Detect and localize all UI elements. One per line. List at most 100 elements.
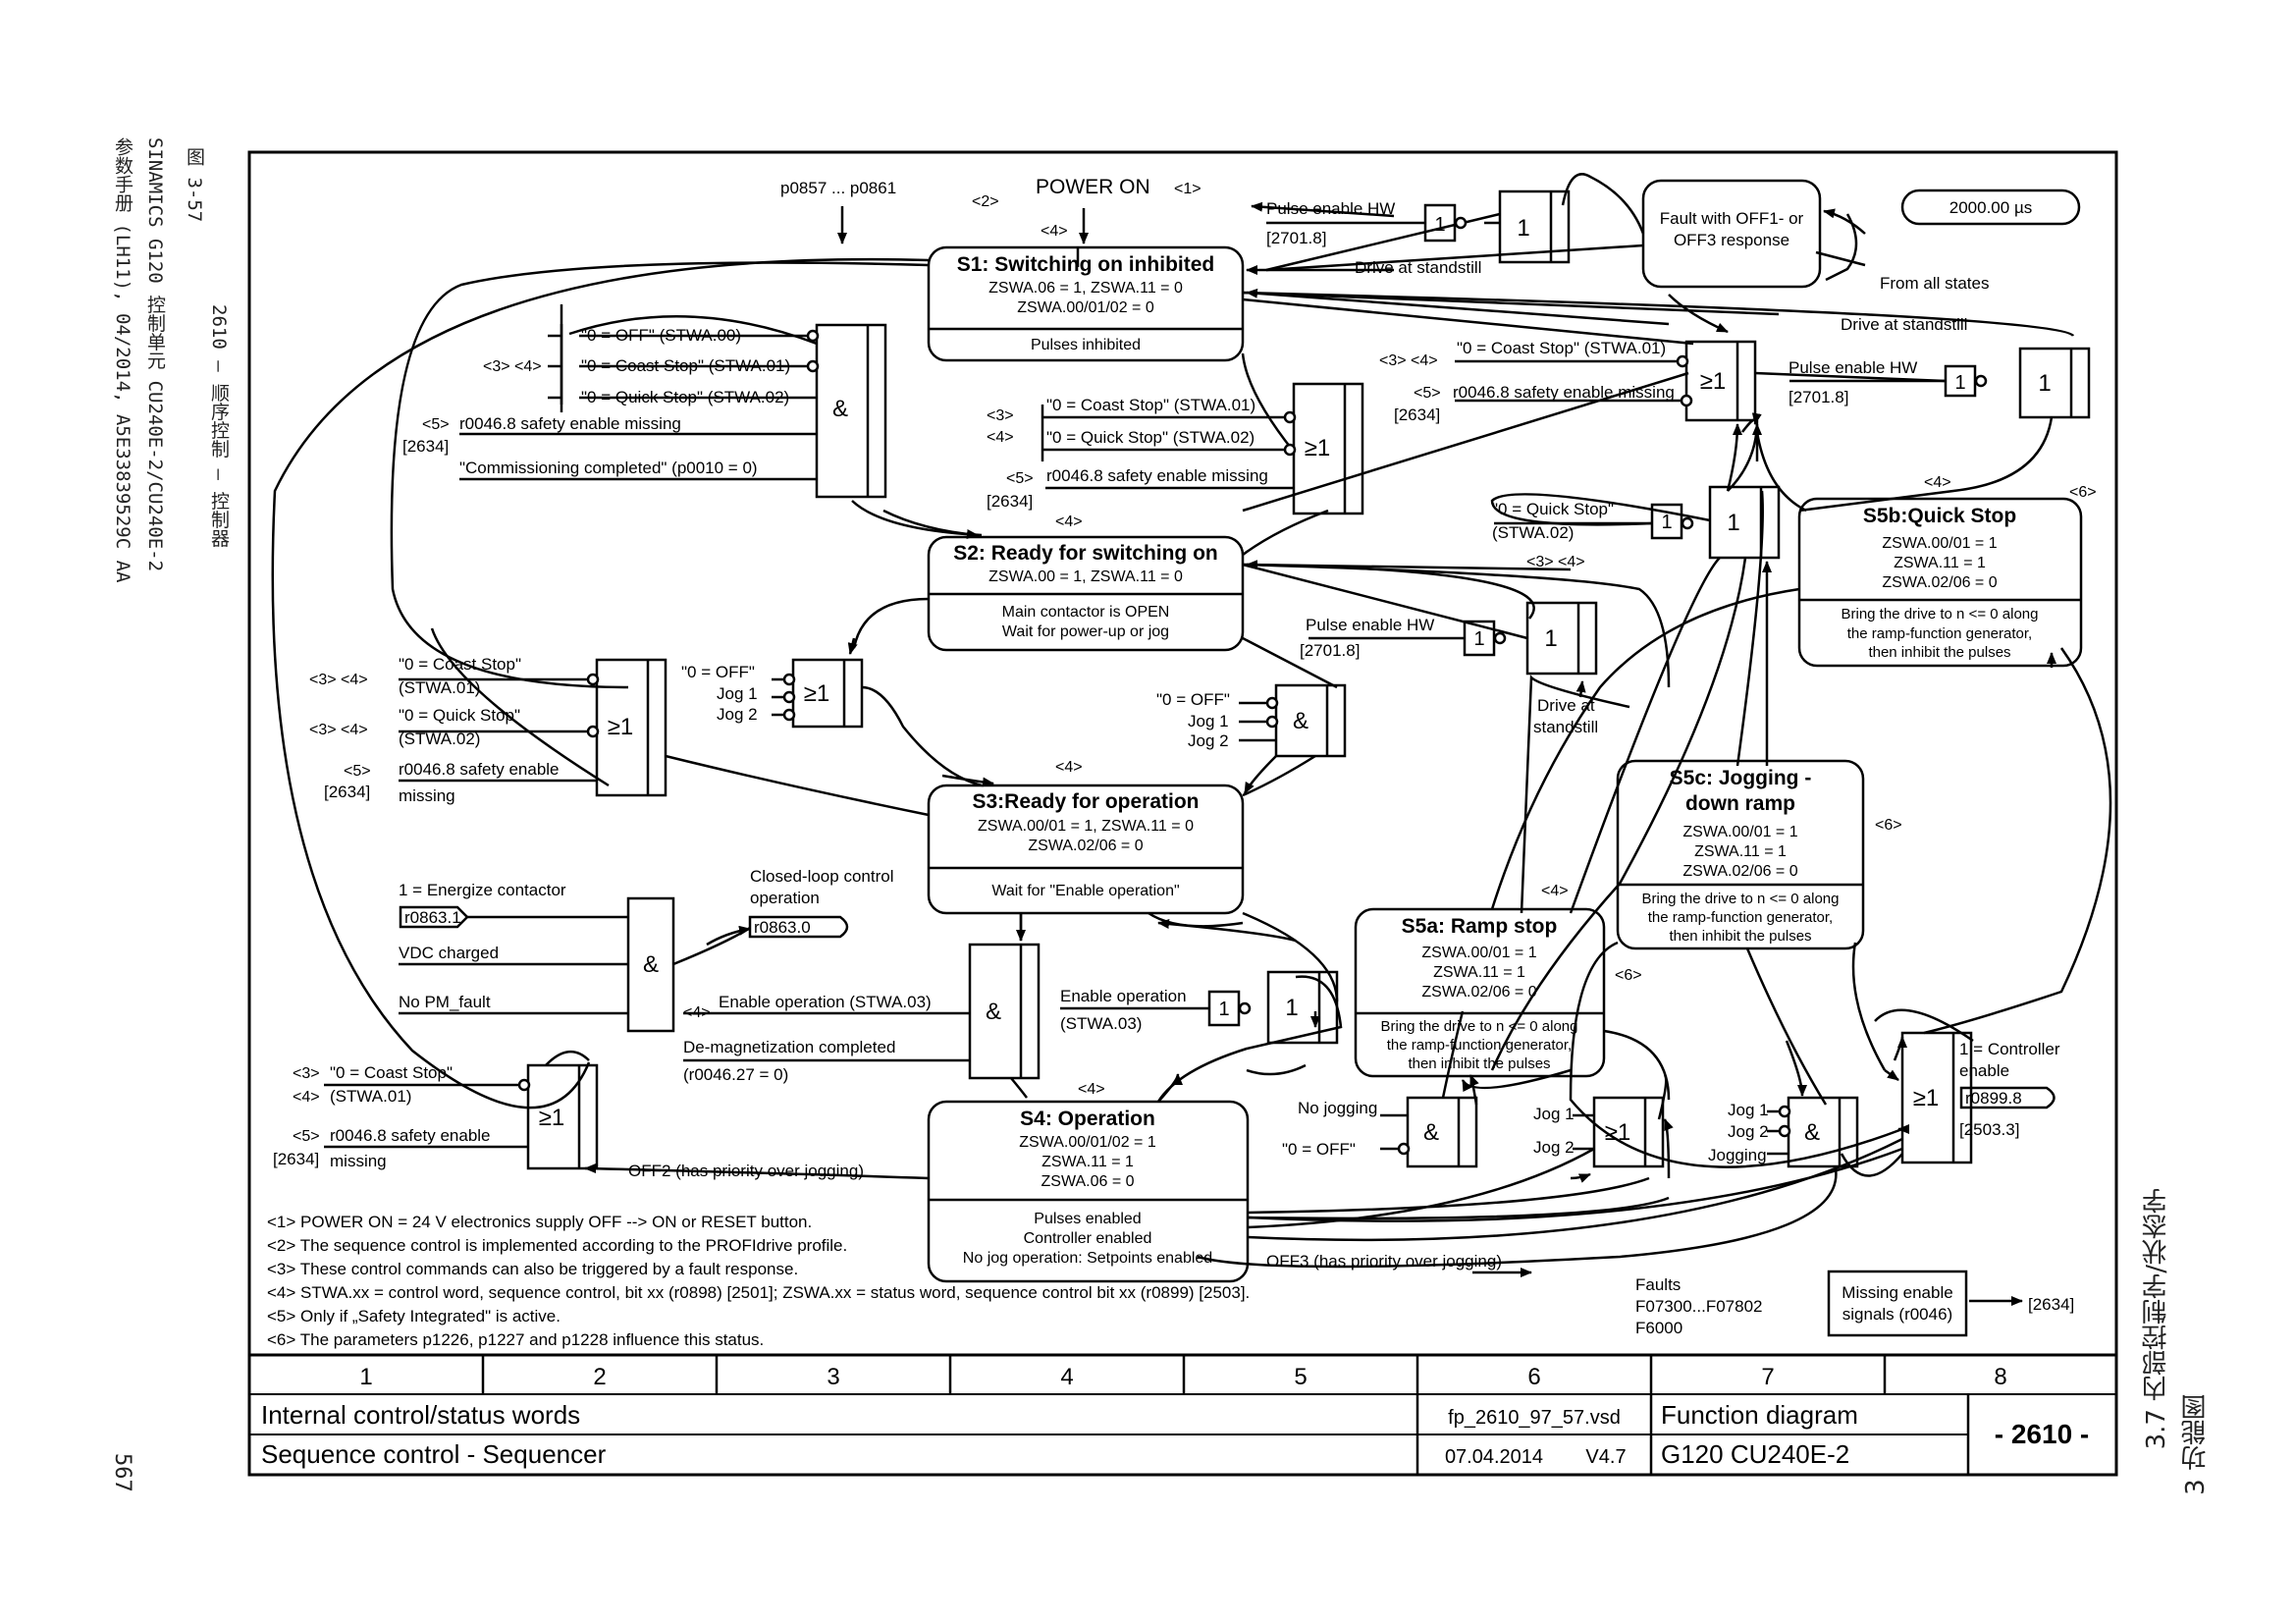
off2-label: OFF2 (has priority over jogging) bbox=[628, 1162, 864, 1180]
gate-not-pulse-hw3-glyph: 1 bbox=[1473, 628, 1484, 650]
col-6: 6 bbox=[1527, 1364, 1540, 1390]
s5a-desc2: the ramp-function generator, bbox=[1387, 1037, 1572, 1054]
pulse-hw-label-2: Pulse enable HW bbox=[1789, 358, 1917, 377]
faults-range: F07300...F07802 bbox=[1635, 1297, 1762, 1316]
note-ref-4-s5b: <4> bbox=[1924, 474, 1951, 491]
jog2-b: Jog 2 bbox=[1188, 731, 1229, 750]
footer-version: V4.7 bbox=[1585, 1446, 1626, 1468]
ref-2634-right: [2634] bbox=[1394, 406, 1440, 424]
drive-standstill-1: Drive at standstill bbox=[1355, 258, 1481, 277]
s5c-line1: ZSWA.00/01 = 1 bbox=[1682, 824, 1797, 840]
cycle-time: 2000.00 µs bbox=[1949, 198, 2032, 217]
s5b-line1: ZSWA.00/01 = 1 bbox=[1882, 535, 1997, 552]
note-ref-5-right: <5> bbox=[1414, 385, 1441, 402]
note-5: <5> Only if „Safety Integrated" is activ… bbox=[267, 1307, 561, 1325]
note-ref-5-s3: <5> bbox=[344, 763, 371, 780]
quick-stwa02-s2: "0 = Quick Stop" (STWA.02) bbox=[1046, 428, 1255, 447]
gate-or-pulse-hw3-glyph: 1 bbox=[1544, 625, 1557, 652]
gate-and-no-jogging-glyph: & bbox=[1423, 1119, 1439, 1146]
enable-op-label: Enable operation bbox=[1060, 987, 1187, 1005]
note-ref-6-s5b: <6> bbox=[2069, 484, 2097, 501]
off-stwa00-label: "0 = OFF" (STWA.00) bbox=[581, 326, 741, 345]
s5b-line3: ZSWA.02/06 = 0 bbox=[1882, 574, 1997, 591]
jog1-d: Jog 1 bbox=[1728, 1101, 1769, 1119]
gate-not-pulse-hw2-glyph: 1 bbox=[1954, 372, 1965, 394]
note-ref-3-s2: <3> bbox=[987, 407, 1014, 424]
note-ref-4-s2: <4> bbox=[987, 429, 1014, 446]
footer-title1: Internal control/status words bbox=[261, 1400, 580, 1430]
state-s5c-box bbox=[1616, 759, 1865, 950]
s1-line1: ZSWA.06 = 1, ZSWA.11 = 0 bbox=[988, 280, 1183, 297]
pulse-hw-label-3: Pulse enable HW bbox=[1306, 616, 1434, 634]
fault-box-line2: OFF3 response bbox=[1674, 231, 1789, 249]
gate-or-pulse-hw3 bbox=[1525, 601, 1598, 676]
gate-or-quick-stop bbox=[1708, 485, 1781, 560]
coast-stwa01-s2: "0 = Coast Stop" (STWA.01) bbox=[1046, 396, 1255, 414]
note-ref-5-off2: <5> bbox=[293, 1128, 320, 1145]
quick-stop-q-right: "0 = Quick Stop" bbox=[1492, 500, 1614, 518]
jogging-label: Jogging bbox=[1708, 1146, 1767, 1164]
ref-2634-s2: [2634] bbox=[987, 492, 1033, 511]
s5b-desc3: then inhibit the pulses bbox=[1868, 644, 2010, 661]
s3-title: S3:Ready for operation bbox=[972, 790, 1199, 813]
from-all-states: From all states bbox=[1880, 274, 1989, 293]
manual-title: SINAMICS G120 控制单元 CU240E-2/CU240E-2 bbox=[144, 137, 166, 572]
gate-or-pulse-hw bbox=[1498, 189, 1571, 264]
note-ref-4-s2b: <4> bbox=[1055, 514, 1083, 530]
p0857-label: p0857 ... p0861 bbox=[780, 179, 896, 197]
gate-not-quick-stop bbox=[1650, 503, 1683, 540]
note-ref-6-s5a: <6> bbox=[1615, 967, 1642, 984]
ctrl-enable-label1: 1 = Controller bbox=[1959, 1040, 2060, 1058]
gate-and-no-jogging bbox=[1406, 1096, 1478, 1168]
s2-desc2: Wait for power-up or jog bbox=[1002, 623, 1169, 640]
safety-missing-right: r0046.8 safety enable missing bbox=[1453, 383, 1675, 402]
off-q-jog: "0 = OFF" bbox=[681, 663, 755, 681]
ref-25033: [2503.3] bbox=[1959, 1120, 2019, 1139]
note-2: <2> The sequence control is implemented … bbox=[267, 1236, 847, 1255]
state-s1-box bbox=[927, 245, 1245, 362]
r08998-connector bbox=[1959, 1086, 2056, 1109]
gate-not-enable-op-glyph: 1 bbox=[1218, 999, 1229, 1020]
s4-desc1: Pulses enabled bbox=[1034, 1211, 1141, 1227]
cycle-time-box bbox=[1900, 189, 2081, 226]
s5c-title2: down ramp bbox=[1685, 792, 1795, 815]
gate-and-contactor-glyph: & bbox=[643, 951, 659, 978]
stwa02-right: (STWA.02) bbox=[1492, 523, 1574, 542]
note-ref-4a: <4> bbox=[1041, 223, 1068, 240]
note-ref-4-s5a: <4> bbox=[1541, 883, 1569, 899]
gate-or-pulse-hw-glyph: 1 bbox=[1517, 215, 1529, 242]
clc-label2: operation bbox=[750, 889, 820, 907]
ref-27018-3: [2701.8] bbox=[1300, 641, 1360, 660]
jog2-c: Jog 2 bbox=[1533, 1138, 1575, 1157]
coast-stop-s3: "0 = Coast Stop" bbox=[399, 655, 521, 674]
s5b-line2: ZSWA.11 = 1 bbox=[1894, 555, 1986, 571]
off-q-jog2: "0 = OFF" bbox=[1156, 690, 1230, 709]
gate-or-enable-op-glyph: 1 bbox=[1285, 995, 1298, 1021]
s5c-title1: S5c: Jogging - bbox=[1670, 767, 1812, 789]
note-ref-4-off2: <4> bbox=[293, 1089, 320, 1106]
stwa01-s3: (STWA.01) bbox=[399, 678, 480, 697]
no-jogging-label: No jogging bbox=[1298, 1099, 1377, 1117]
jog1-a: Jog 1 bbox=[717, 684, 758, 703]
s5c-desc1: Bring the drive to n <= 0 along bbox=[1642, 891, 1840, 907]
s5a-desc3: then inhibit the pulses bbox=[1408, 1055, 1550, 1072]
s1-desc: Pulses inhibited bbox=[1031, 337, 1141, 353]
energize-label: 1 = Energize contactor bbox=[399, 881, 566, 899]
state-s4-box bbox=[927, 1100, 1250, 1283]
r08998-label: r0899.8 bbox=[1965, 1089, 2022, 1108]
note-ref-3-off2: <3> bbox=[293, 1065, 320, 1082]
r08630-connector bbox=[748, 915, 849, 939]
gate-and-s4 bbox=[968, 943, 1041, 1080]
s4-line1: ZSWA.00/01/02 = 1 bbox=[1019, 1134, 1156, 1151]
col-4: 4 bbox=[1060, 1364, 1073, 1390]
col-3: 3 bbox=[827, 1364, 839, 1390]
s3-line1: ZSWA.00/01 = 1, ZSWA.11 = 0 bbox=[978, 818, 1194, 835]
s3-line2: ZSWA.02/06 = 0 bbox=[1028, 838, 1143, 854]
diagram-frame bbox=[247, 150, 2118, 1477]
ref-27018-2: [2701.8] bbox=[1789, 388, 1848, 406]
s5a-title: S5a: Ramp stop bbox=[1402, 915, 1558, 938]
s5c-desc3: then inhibit the pulses bbox=[1669, 928, 1811, 945]
s5a-line3: ZSWA.02/06 = 0 bbox=[1421, 984, 1536, 1001]
r08630-label: r0863.0 bbox=[754, 918, 811, 937]
off-q-lower: "0 = OFF" bbox=[1282, 1140, 1356, 1159]
